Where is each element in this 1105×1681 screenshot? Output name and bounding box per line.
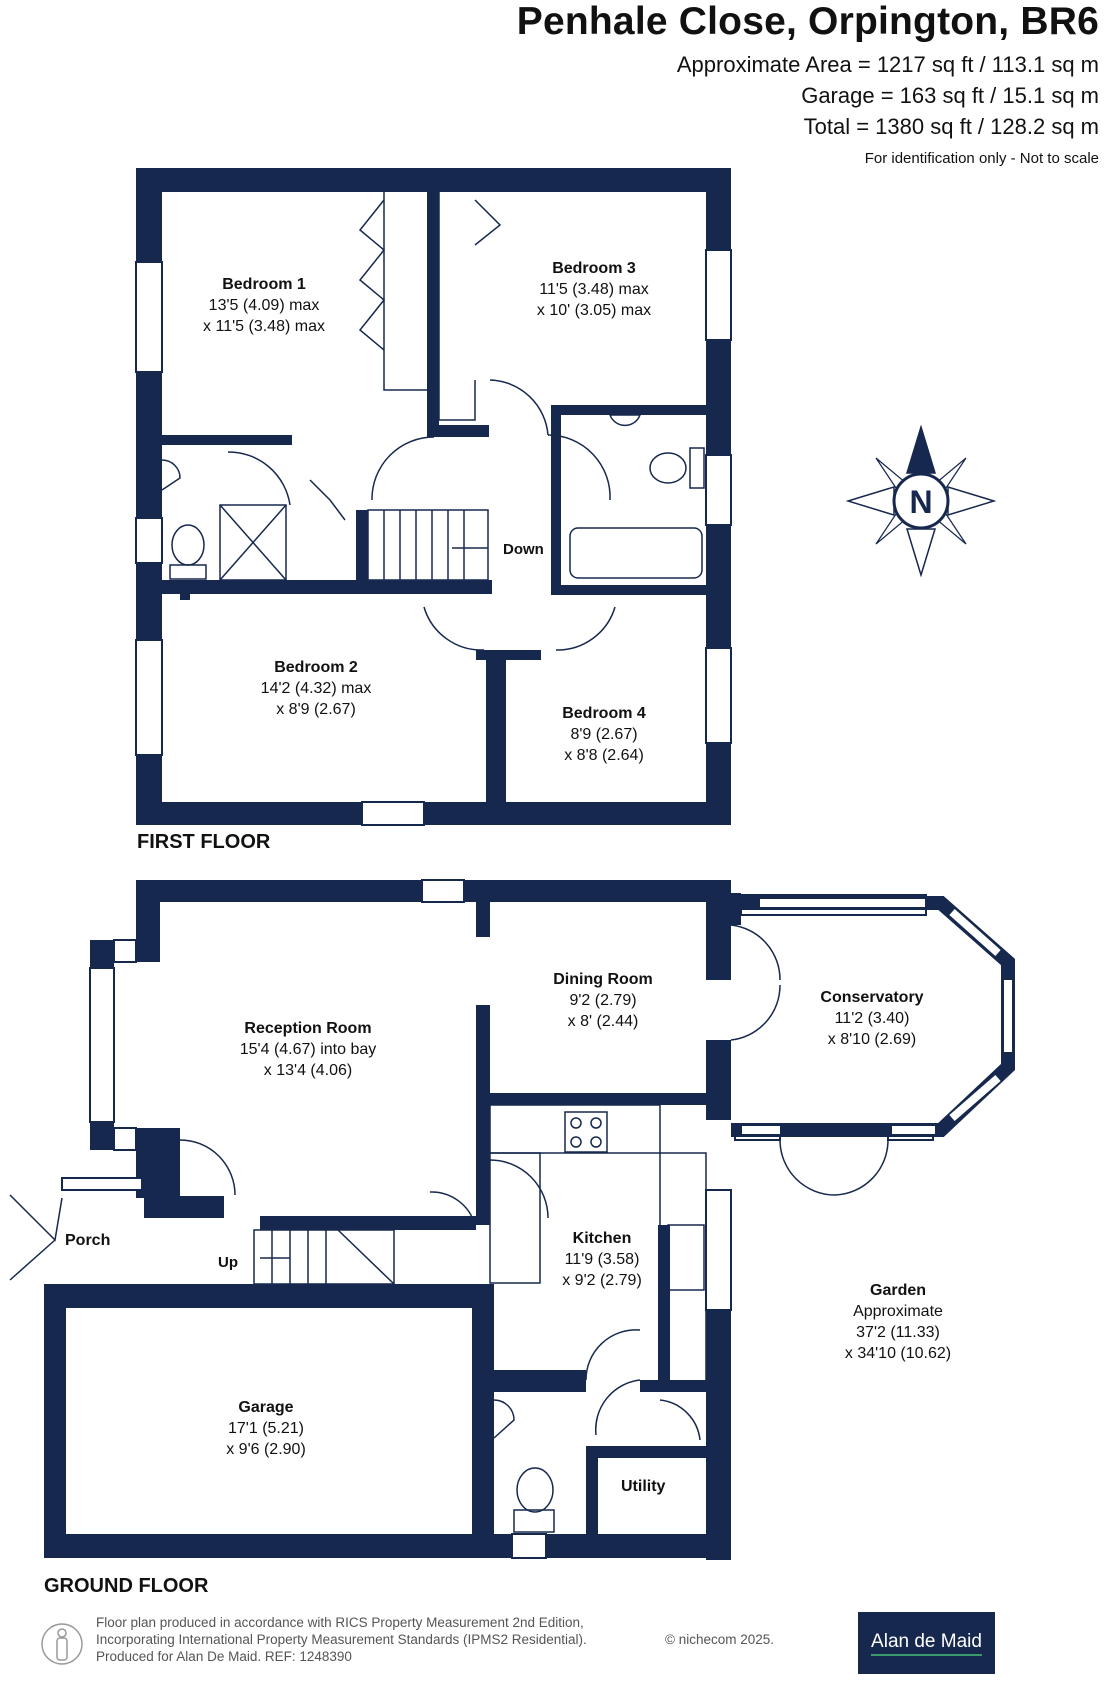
room-name: Reception Room [244,1020,372,1037]
ground-floor-windows [61,879,934,1559]
porch-label: Porch [65,1232,111,1249]
ground-floor-fixtures [9,924,889,1534]
room-name: Dining Room [553,971,653,988]
total-area: Total = 1380 sq ft / 128.2 sq m [803,114,1099,139]
footer-line: Incorporating International Property Mea… [96,1632,587,1647]
room-dim: 15'4 (4.67) into bay [239,1041,377,1058]
room-dim: 14'2 (4.32) max [260,680,372,697]
compass-letter: N [909,484,932,520]
room-dim: 9'2 (2.79) [569,992,637,1009]
first-floor-windows [135,249,732,826]
room-dim: x 10' (3.05) max [536,302,652,319]
room-bedroom-4: Bedroom 4 8'9 (2.67) x 8'8 (2.64) [562,703,646,766]
ground-floor-label: GROUND FLOOR [44,1575,209,1597]
room-dim: x 8' (2.44) [567,1013,639,1030]
room-name: Kitchen [572,1230,632,1247]
room-dim: 17'1 (5.21) [227,1420,304,1437]
footer-notes: Floor plan produced in accordance with R… [96,1614,587,1665]
room-dim: x 9'2 (2.79) [562,1272,642,1289]
utility-label: Utility [621,1478,666,1495]
room-name: Conservatory [820,989,924,1006]
room-dim: 11'2 (3.40) [834,1010,910,1027]
room-conservatory: Conservatory 11'2 (3.40) x 8'10 (2.69) [820,987,923,1050]
room-dim: x 34'10 (10.62) [844,1345,952,1362]
scale-note: For identification only - Not to scale [864,150,1099,167]
first-floor-label: FIRST FLOOR [137,831,271,853]
room-dim: Approximate [853,1303,943,1320]
stairs-up-label: Up [218,1254,238,1271]
person-icon [41,1623,83,1665]
footer-line: Produced for Alan De Maid. REF: 1248390 [96,1649,352,1664]
room-bedroom-3: Bedroom 3 11'5 (3.48) max x 10' (3.05) m… [537,258,651,321]
room-kitchen: Kitchen 11'9 (3.58) x 9'2 (2.79) [562,1228,642,1291]
room-dim: x 13'4 (4.06) [263,1062,353,1079]
room-dim: x 8'10 (2.69) [827,1031,917,1048]
room-dim: x 8'9 (2.67) [276,701,356,718]
copyright: © nichecom 2025. [665,1632,775,1647]
room-dim: 37'2 (11.33) [856,1324,940,1341]
room-dim: 11'9 (3.58) [564,1251,640,1268]
room-name: Bedroom 3 [552,260,636,277]
garden-label: Garden Approximate 37'2 (11.33) x 34'10 … [845,1280,951,1364]
room-dim: 8'9 (2.67) [570,726,638,743]
room-garage: Garage 17'1 (5.21) x 9'6 (2.90) [226,1397,306,1460]
room-bedroom-2: Bedroom 2 14'2 (4.32) max x 8'9 (2.67) [261,657,372,720]
room-dim: x 9'6 (2.90) [226,1441,306,1458]
room-name: Bedroom 2 [274,659,358,676]
brand-logo: Alan de Maid [858,1612,995,1674]
room-dim: x 8'8 (2.64) [564,747,644,764]
stairs-down-label: Down [503,541,544,558]
room-name: Garage [238,1399,294,1416]
garage-area: Garage = 163 sq ft / 15.1 sq m [801,83,1099,108]
brand-name: Alan de Maid [871,1631,982,1656]
room-dim: 11'5 (3.48) max [539,281,649,298]
footer-line: Floor plan produced in accordance with R… [96,1615,584,1630]
room-dim: x 11'5 (3.48) max [203,318,325,335]
north-compass-icon: N [846,425,996,577]
room-name: Bedroom 1 [222,276,306,293]
room-bedroom-1: Bedroom 1 13'5 (4.09) max x 11'5 (3.48) … [203,274,325,337]
room-name: Garden [869,1282,927,1299]
room-dining: Dining Room 9'2 (2.79) x 8' (2.44) [553,969,653,1032]
first-floor-fixtures [161,192,705,651]
approx-area: Approximate Area = 1217 sq ft / 113.1 sq… [676,52,1099,77]
room-reception: Reception Room 15'4 (4.67) into bay x 13… [240,1018,376,1081]
room-name: Bedroom 4 [562,705,646,722]
address-title: Penhale Close, Orpington, BR6 [516,0,1099,43]
room-dim: 13'5 (4.09) max [208,297,320,314]
